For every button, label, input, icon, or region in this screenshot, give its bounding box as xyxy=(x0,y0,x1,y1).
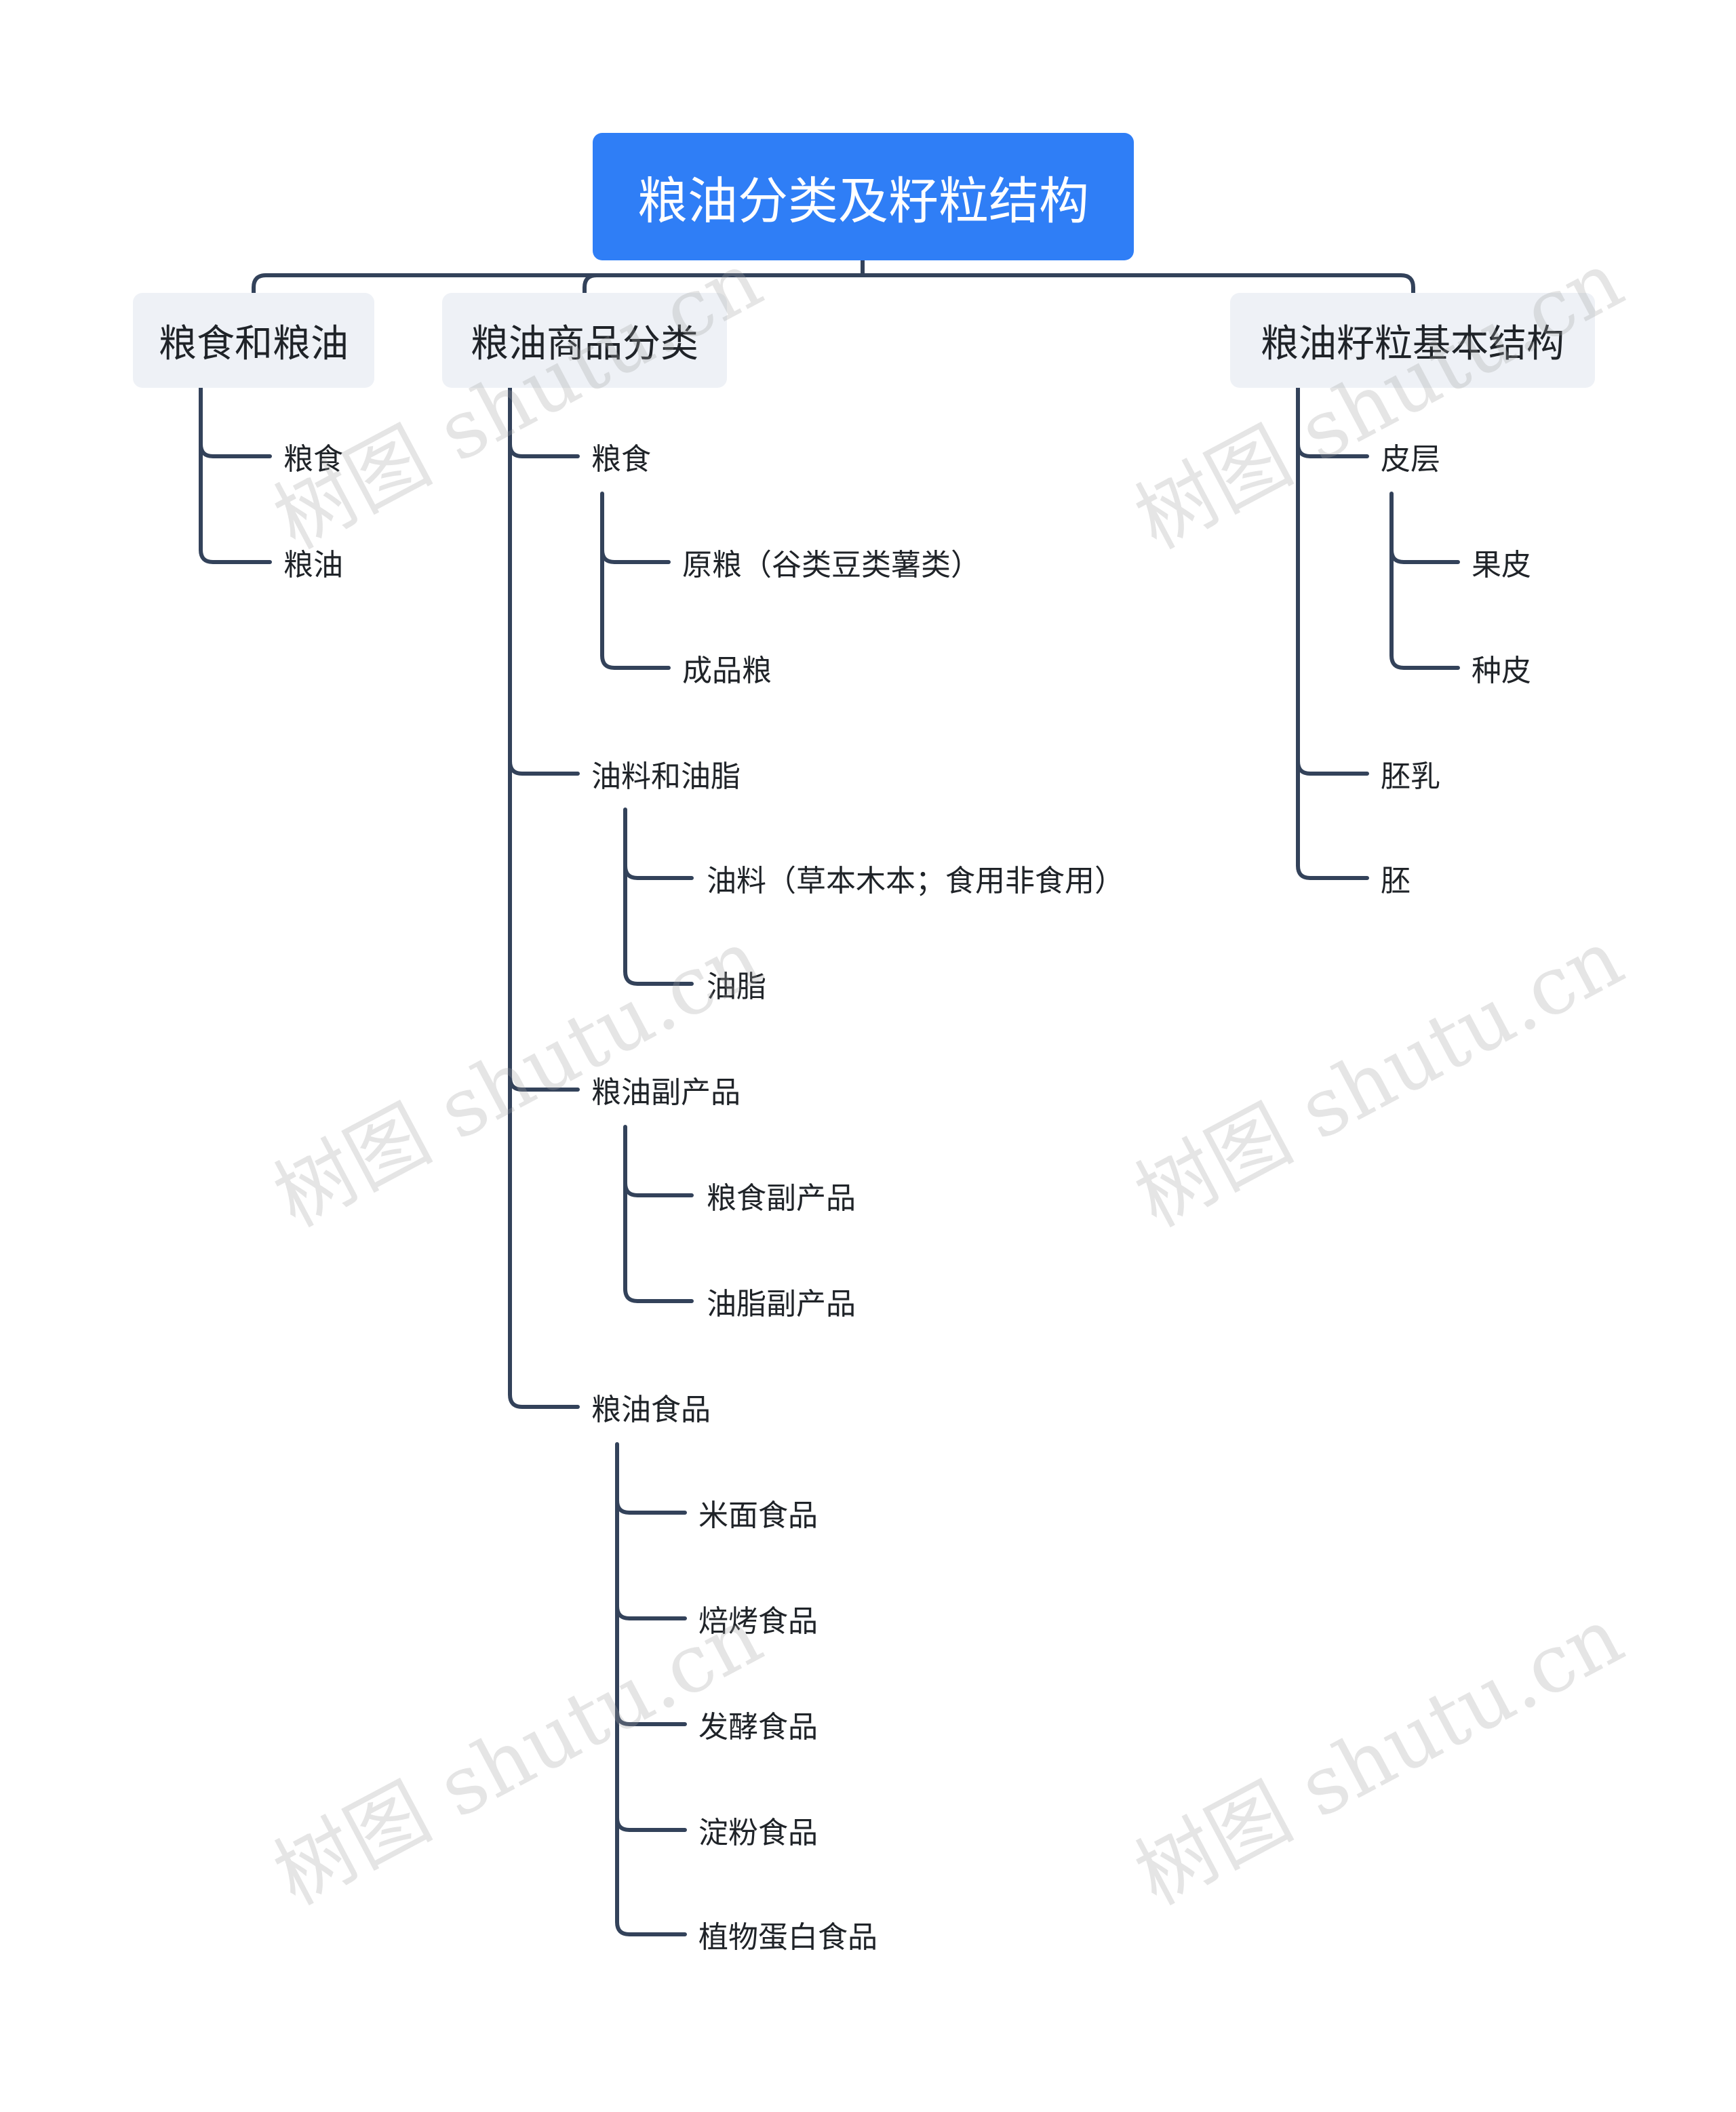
leaf-plant-protein-foods[interactable]: 植物蛋白食品 xyxy=(698,1920,877,1955)
leaf-grain[interactable]: 粮食 xyxy=(283,442,343,477)
connector-line xyxy=(615,1604,687,1620)
sub-node-grain[interactable]: 粮食 xyxy=(591,442,651,477)
connector-line xyxy=(615,1442,687,1936)
connector-line xyxy=(583,273,599,295)
connector-line xyxy=(508,759,580,776)
connector-line xyxy=(508,386,580,1409)
leaf-fat-byproducts[interactable]: 油脂副产品 xyxy=(707,1287,856,1321)
connector-line xyxy=(615,1816,687,1832)
connector-line xyxy=(600,492,671,670)
connector-line xyxy=(623,1181,694,1197)
connector-line xyxy=(1389,492,1460,670)
connector-line xyxy=(508,442,580,458)
connector-line xyxy=(1296,442,1369,458)
leaf-oilseeds[interactable]: 油料（草本木本；食用非食用） xyxy=(707,864,1124,898)
sub-node-bran-layer[interactable]: 皮层 xyxy=(1381,442,1440,477)
connector-line xyxy=(199,442,272,458)
leaf-seed-coat[interactable]: 种皮 xyxy=(1472,654,1531,688)
connector-line xyxy=(199,386,272,564)
connector-line xyxy=(615,1710,687,1726)
leaf-oil[interactable]: 粮油 xyxy=(283,548,343,582)
connector-line xyxy=(508,1075,580,1092)
connector-line xyxy=(252,273,1415,295)
leaf-finished-grain[interactable]: 成品粮 xyxy=(682,654,772,688)
leaf-rice-flour-foods[interactable]: 米面食品 xyxy=(698,1498,818,1533)
leaf-starch-foods[interactable]: 淀粉食品 xyxy=(698,1816,818,1850)
connector-line xyxy=(623,1125,694,1303)
connector-line xyxy=(600,548,671,564)
connector-line xyxy=(1389,548,1460,564)
connector-line xyxy=(1296,759,1369,776)
branch-node-kernel-structure[interactable]: 粮油籽粒基本结构 xyxy=(1230,293,1595,388)
sub-node-grain-oil-foods[interactable]: 粮油食品 xyxy=(591,1393,711,1427)
connector-line xyxy=(623,864,694,880)
leaf-germ[interactable]: 胚 xyxy=(1381,864,1410,898)
sub-node-oilseeds-and-fats[interactable]: 油料和油脂 xyxy=(591,759,741,794)
leaf-pericarp[interactable]: 果皮 xyxy=(1472,548,1531,582)
leaf-endosperm[interactable]: 胚乳 xyxy=(1381,759,1440,794)
branch-node-commodity-classification[interactable]: 粮油商品分类 xyxy=(442,293,727,388)
branch-node-grain-and-oil[interactable]: 粮食和粮油 xyxy=(133,293,374,388)
root-node[interactable]: 粮油分类及籽粒结构 xyxy=(593,133,1134,260)
sub-node-byproducts[interactable]: 粮油副产品 xyxy=(591,1075,741,1110)
connector-line xyxy=(615,1498,687,1515)
leaf-grain-byproducts[interactable]: 粮食副产品 xyxy=(707,1181,856,1216)
connector-line xyxy=(623,808,694,986)
leaf-raw-grain[interactable]: 原粮（谷类豆类薯类） xyxy=(682,548,981,582)
connector-line xyxy=(1296,386,1369,880)
leaf-fats[interactable]: 油脂 xyxy=(707,970,766,1004)
leaf-baked-foods[interactable]: 焙烤食品 xyxy=(698,1604,818,1639)
leaf-fermented-foods[interactable]: 发酵食品 xyxy=(698,1710,818,1745)
